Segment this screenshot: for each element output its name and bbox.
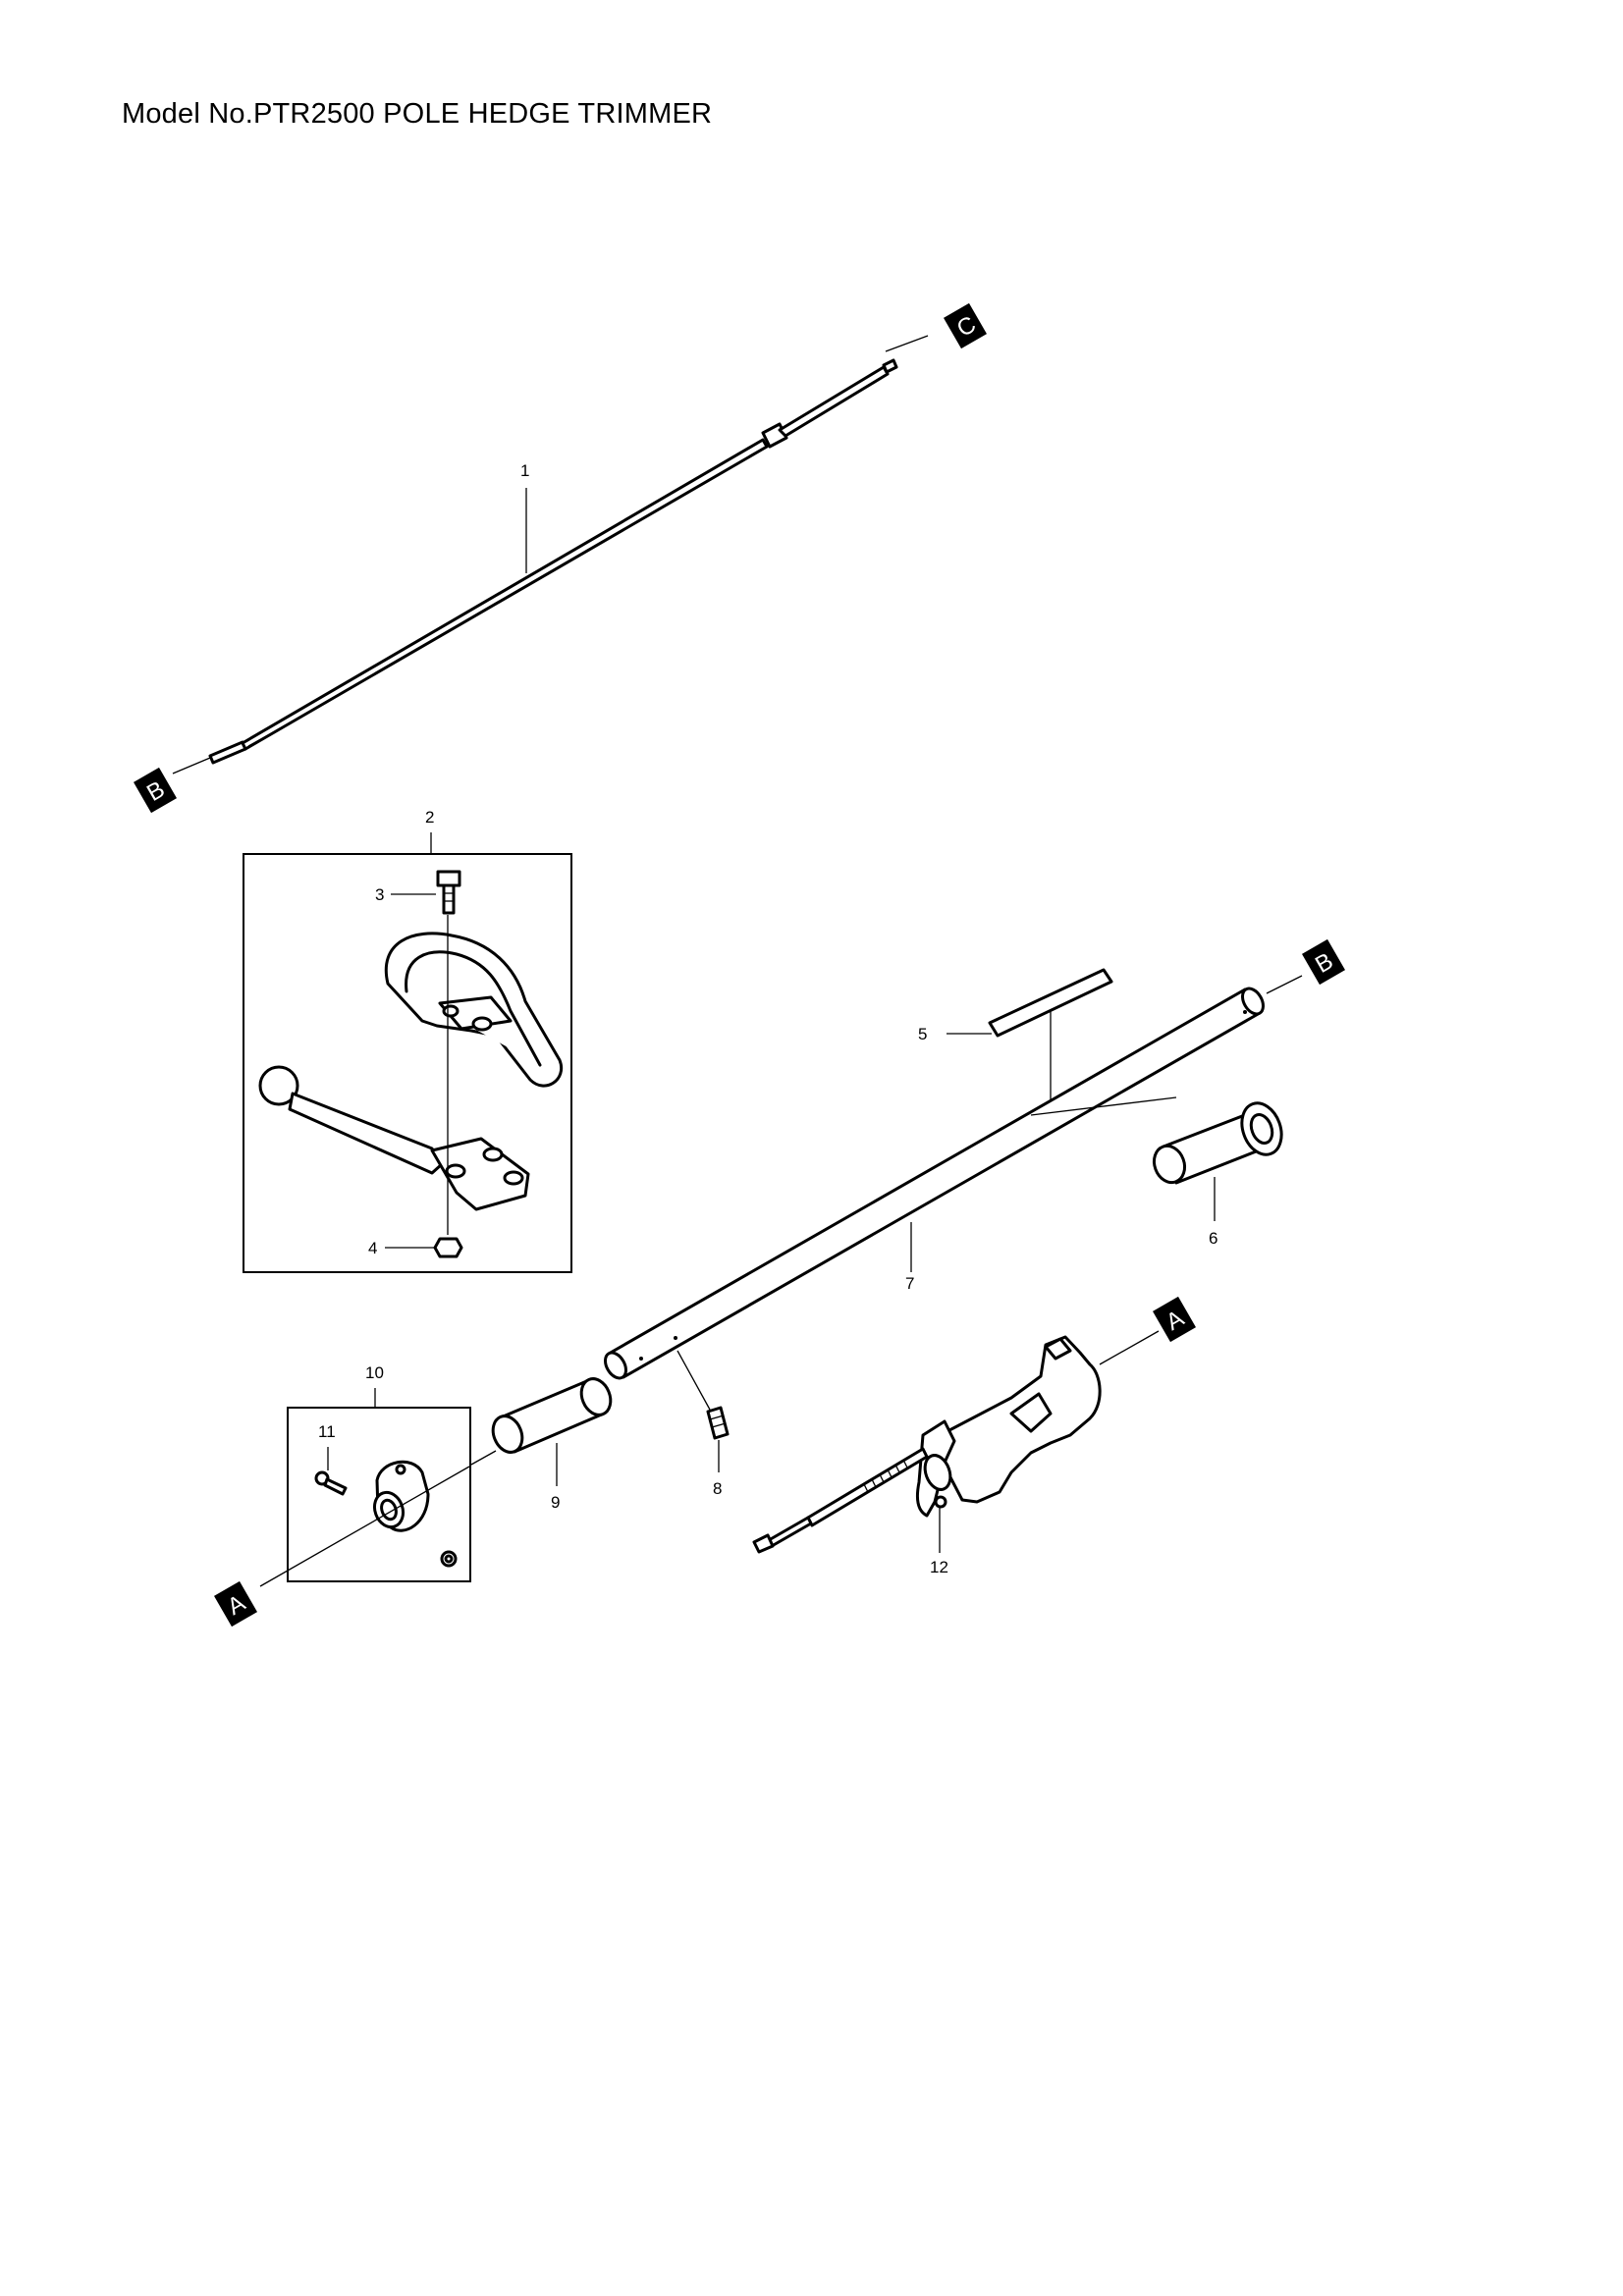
callout-2: 2 [425, 808, 434, 827]
pipe-sleeve-part [491, 1377, 613, 1454]
callout-12: 12 [930, 1558, 948, 1576]
connection-tag-b-left: B [134, 767, 177, 814]
loop-handle-part [384, 932, 564, 1088]
front-grip-part [1152, 1101, 1283, 1185]
callout-7: 7 [905, 1274, 914, 1293]
side-grip-part [258, 1065, 530, 1211]
page-title: Model No.PTR2500 POLE HEDGE TRIMMER [122, 98, 713, 130]
pipe-axis-right [1266, 975, 1303, 994]
clamp-to-sleeve-line [470, 1450, 497, 1466]
pipe-clamp-part [372, 1460, 458, 1568]
callout-1: 1 [520, 461, 529, 480]
handle-bolt-part [436, 870, 461, 915]
handle-assembly-box [243, 853, 572, 1273]
drive-shaft-part [172, 335, 929, 774]
main-pipe-part [604, 987, 1265, 1380]
callout-5: 5 [918, 1025, 927, 1043]
callout-4: 4 [368, 1239, 377, 1257]
clamp-assembly-box [287, 1407, 471, 1582]
connection-tag-a-left: A [214, 1580, 257, 1628]
warning-label-strip [988, 968, 1113, 1038]
housing-axis-line [1099, 1330, 1160, 1365]
clamp-screw-part [314, 1470, 348, 1496]
callout-10: 10 [365, 1363, 384, 1382]
callout-9: 9 [551, 1493, 560, 1512]
connection-tag-a-right: A [1153, 1296, 1196, 1343]
clamp-axis-line [259, 1466, 470, 1587]
connection-tag-b-right: B [1302, 938, 1345, 986]
callout-11: 11 [318, 1422, 336, 1441]
throttle-cable-part [752, 1447, 929, 1554]
connection-tag-c: C [944, 302, 987, 349]
callout-8: 8 [713, 1479, 722, 1498]
callout-3: 3 [375, 885, 384, 904]
callout-6: 6 [1209, 1229, 1217, 1248]
throttle-housing-part [915, 1335, 1102, 1518]
pin-to-pipe-line [676, 1350, 711, 1411]
spring-pin-part [706, 1406, 730, 1440]
handle-nut-part [433, 1237, 463, 1258]
grip-to-pipe-line [1030, 1096, 1177, 1116]
